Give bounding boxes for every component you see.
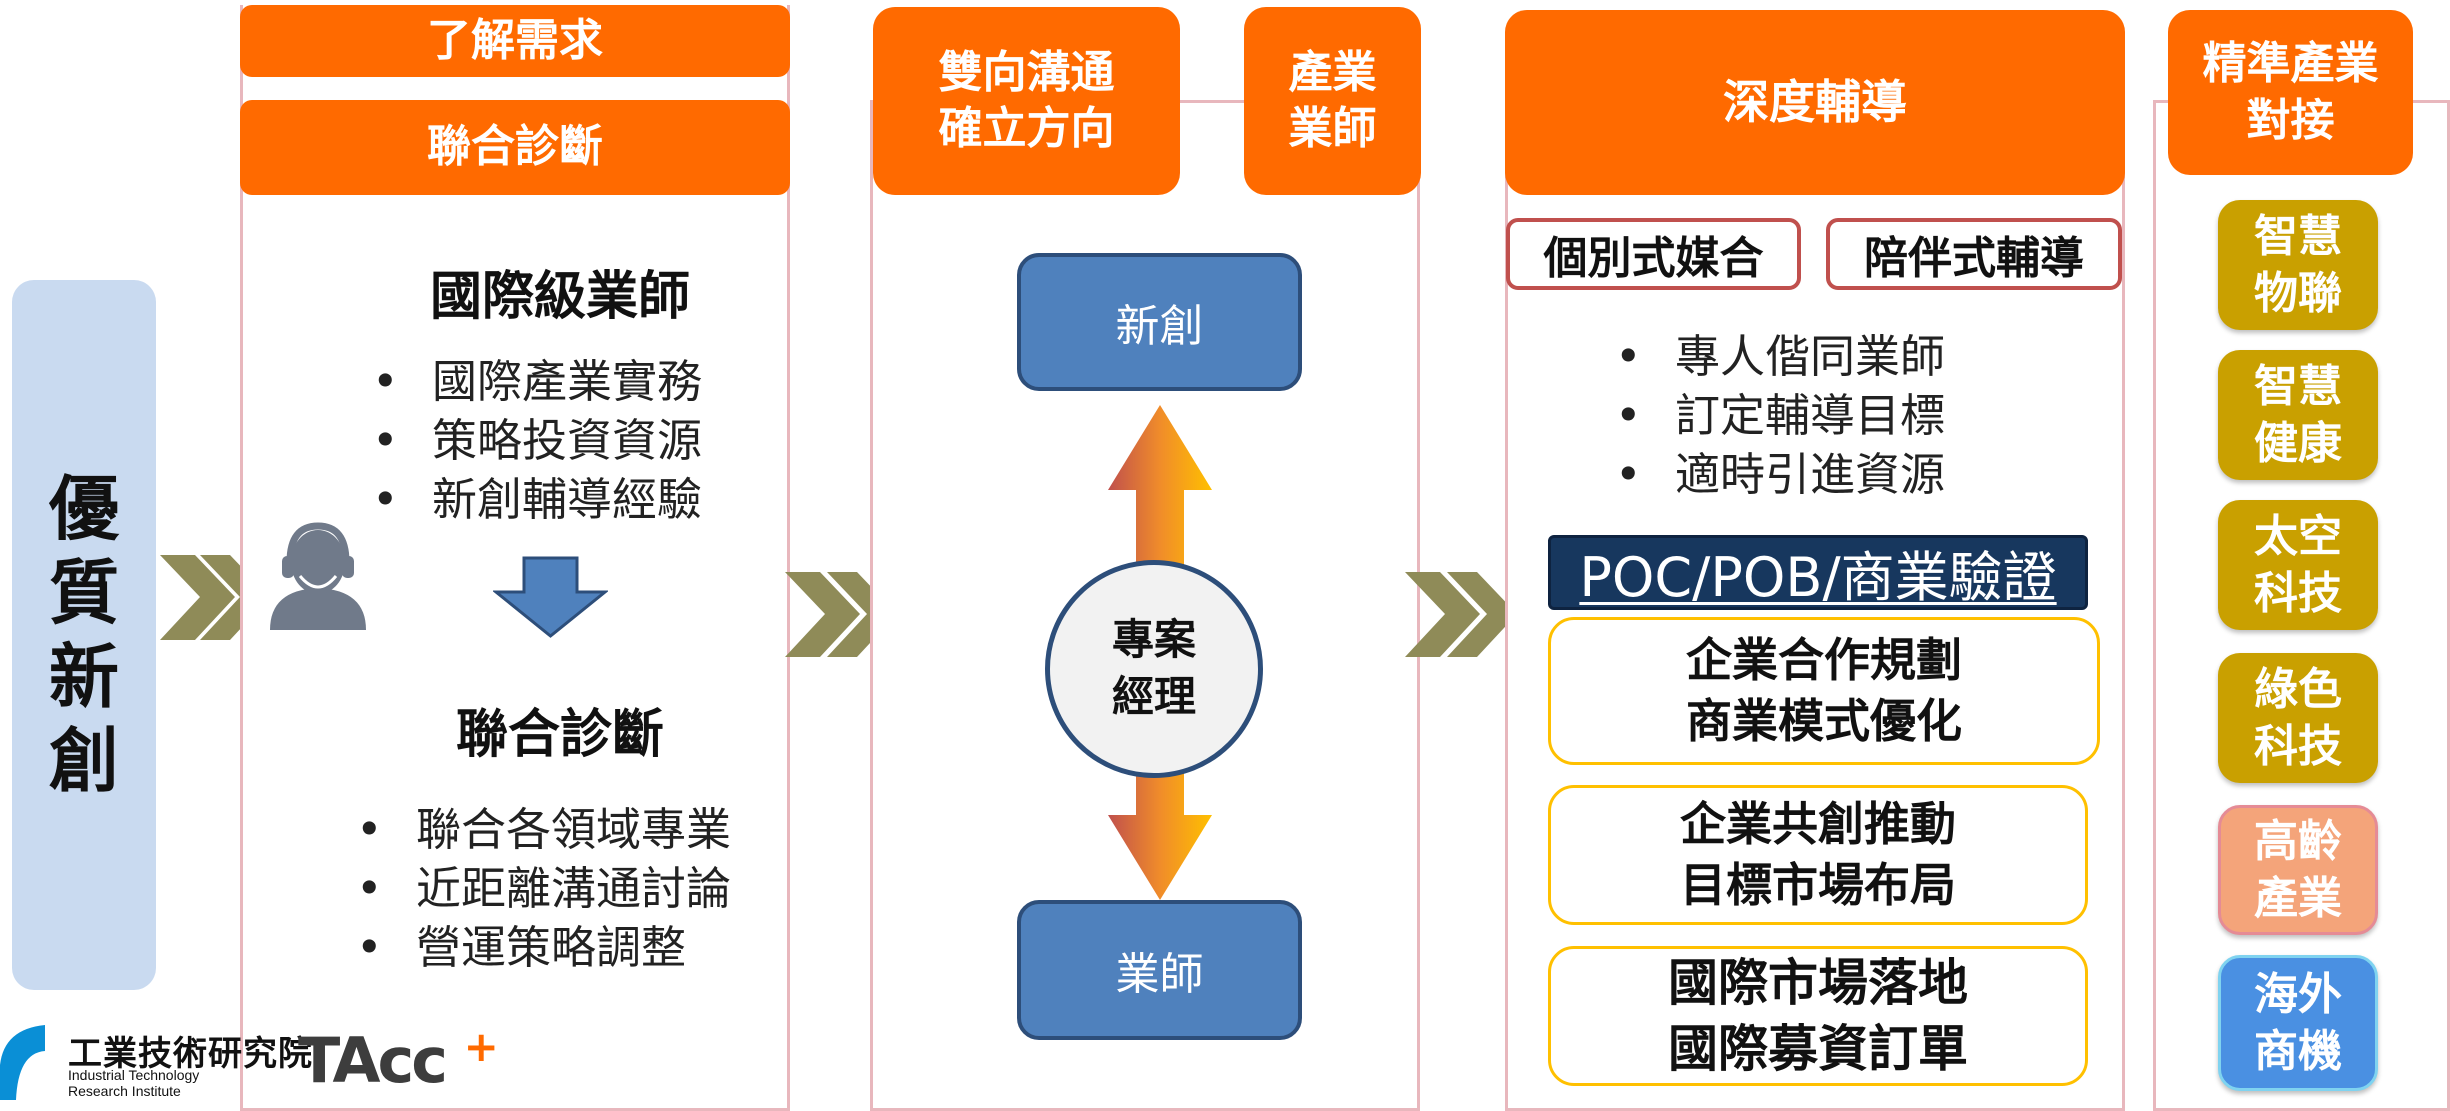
industry-line: 太空 <box>2254 510 2342 562</box>
tacc-logo: TAcc + <box>298 1026 499 1092</box>
industry-line: 高齡 <box>2254 815 2342 867</box>
box-line: 國際募資訂單 <box>1668 1020 1968 1078</box>
box-line: 國際市場落地 <box>1668 954 1968 1012</box>
box-line: 目標市場布局 <box>1680 858 1956 912</box>
bullet-item: 聯合各領域專業 <box>356 800 731 859</box>
industry-line: 海外 <box>2254 968 2342 1020</box>
industry-senior: 高齡 產業 <box>2218 805 2378 935</box>
bullet-item: 近距離溝通討論 <box>356 859 731 918</box>
itri-chinese-name: 工業技術研究院 <box>68 1034 313 1074</box>
bullet-item: 適時引進資源 <box>1615 445 1945 504</box>
startup-box: 新創 <box>1017 253 1302 391</box>
industry-line: 物聯 <box>2254 268 2342 319</box>
itri-english-name: Industrial Technology Research Institute <box>68 1067 199 1099</box>
header-line: 產業 <box>1288 46 1377 98</box>
industry-line: 科技 <box>2254 721 2342 772</box>
tab-label: 個別式媒合 <box>1543 233 1764 284</box>
header-line: 業師 <box>1288 103 1377 154</box>
industry-line: 健康 <box>2254 418 2342 469</box>
project-manager-circle: 專案 經理 <box>1045 560 1263 778</box>
mentor-bullet-list: 國際產業實務 策略投資資源 新創輔導經驗 <box>372 352 702 529</box>
box-line: 商業模式優化 <box>1686 694 1962 748</box>
box-line: 企業共創推動 <box>1680 797 1956 852</box>
poc-pob-validation-text: POC/POB/商業驗證 <box>1579 546 2057 609</box>
itri-english-line: Research Institute <box>68 1083 181 1100</box>
header-understand-needs-text: 了解需求 <box>427 14 603 66</box>
poc-pob-validation-bar: POC/POB/商業驗證 <box>1548 535 2088 610</box>
bullet-item: 策略投資資源 <box>372 411 702 470</box>
quality-startup-label: 優 質 新 創 <box>12 280 156 990</box>
bullet-item: 訂定輔導目標 <box>1615 386 1945 445</box>
itri-logo-icon <box>0 1025 45 1100</box>
tacc-plus-mark: + <box>463 1022 499 1071</box>
joint-diagnosis-title: 聯合診斷 <box>455 705 664 765</box>
industry-line: 科技 <box>2254 568 2342 619</box>
header-deep-coaching-text: 深度輔導 <box>1723 75 1907 130</box>
tacc-logo-text: TAcc <box>298 1024 448 1097</box>
header-industry-mentor: 產業 業師 <box>1244 7 1421 195</box>
tab-label: 陪伴式輔導 <box>1864 233 2084 284</box>
international-mentor-title: 國際級業師 <box>429 267 690 327</box>
industry-space-tech: 太空 科技 <box>2218 500 2378 630</box>
itri-english-line: Industrial Technology <box>68 1067 200 1083</box>
quality-startup-text: 優 質 新 創 <box>49 467 119 803</box>
tab-individual-matching: 個別式媒合 <box>1506 218 1801 290</box>
label-char: 創 <box>49 720 119 802</box>
box-line: 企業合作規劃 <box>1686 633 1962 688</box>
international-market-box: 國際市場落地 國際募資訂單 <box>1548 946 2088 1086</box>
header-understand-needs: 了解需求 <box>240 5 790 77</box>
header-deep-coaching: 深度輔導 <box>1505 10 2125 195</box>
header-line: 雙向溝通 <box>938 46 1115 98</box>
bullet-item: 營運策略調整 <box>356 918 731 977</box>
tab-companion-coaching: 陪伴式輔導 <box>1826 218 2122 290</box>
header-two-way-communication: 雙向溝通 確立方向 <box>873 7 1180 195</box>
bullet-item: 國際產業實務 <box>372 352 702 411</box>
industry-smart-health: 智慧 健康 <box>2218 350 2378 480</box>
industry-line: 智慧 <box>2254 210 2342 262</box>
label-char: 質 <box>49 552 119 634</box>
header-line: 對接 <box>2246 94 2335 146</box>
mentor-box-text: 業師 <box>1115 949 1204 1000</box>
cooperation-planning-box: 企業合作規劃 商業模式優化 <box>1548 617 2100 765</box>
industry-line: 智慧 <box>2254 360 2342 412</box>
circle-line: 專案 <box>1111 615 1196 665</box>
header-joint-diagnosis: 聯合診斷 <box>240 100 790 195</box>
label-char: 優 <box>49 468 119 550</box>
co-creation-box: 企業共創推動 目標市場布局 <box>1548 785 2088 925</box>
diagnosis-bullet-list: 聯合各領域專業 近距離溝通討論 營運策略調整 <box>356 800 731 977</box>
chevron-arrow-3 <box>1405 572 1517 657</box>
industry-line: 產業 <box>2254 873 2342 924</box>
consultant-icon <box>270 522 366 630</box>
label-char: 新 <box>49 636 119 718</box>
startup-box-text: 新創 <box>1115 301 1204 352</box>
circle-line: 經理 <box>1111 672 1196 721</box>
industry-line: 綠色 <box>2254 663 2342 715</box>
industry-overseas: 海外 商機 <box>2218 955 2378 1091</box>
header-line: 確立方向 <box>938 103 1115 154</box>
bullet-item: 新創輔導經驗 <box>372 470 702 529</box>
header-joint-diagnosis-text: 聯合診斷 <box>427 121 603 173</box>
header-line: 精準產業 <box>2202 38 2379 90</box>
coaching-bullet-list: 專人偕同業師 訂定輔導目標 適時引進資源 <box>1615 327 1945 504</box>
mentor-box: 業師 <box>1017 900 1302 1040</box>
industry-line: 商機 <box>2254 1026 2342 1077</box>
header-precise-industry: 精準產業 對接 <box>2168 10 2413 175</box>
down-arrow-icon <box>493 556 608 638</box>
industry-smart-iot: 智慧 物聯 <box>2218 200 2378 330</box>
industry-green-tech: 綠色 科技 <box>2218 653 2378 783</box>
bullet-item: 專人偕同業師 <box>1615 327 1945 386</box>
